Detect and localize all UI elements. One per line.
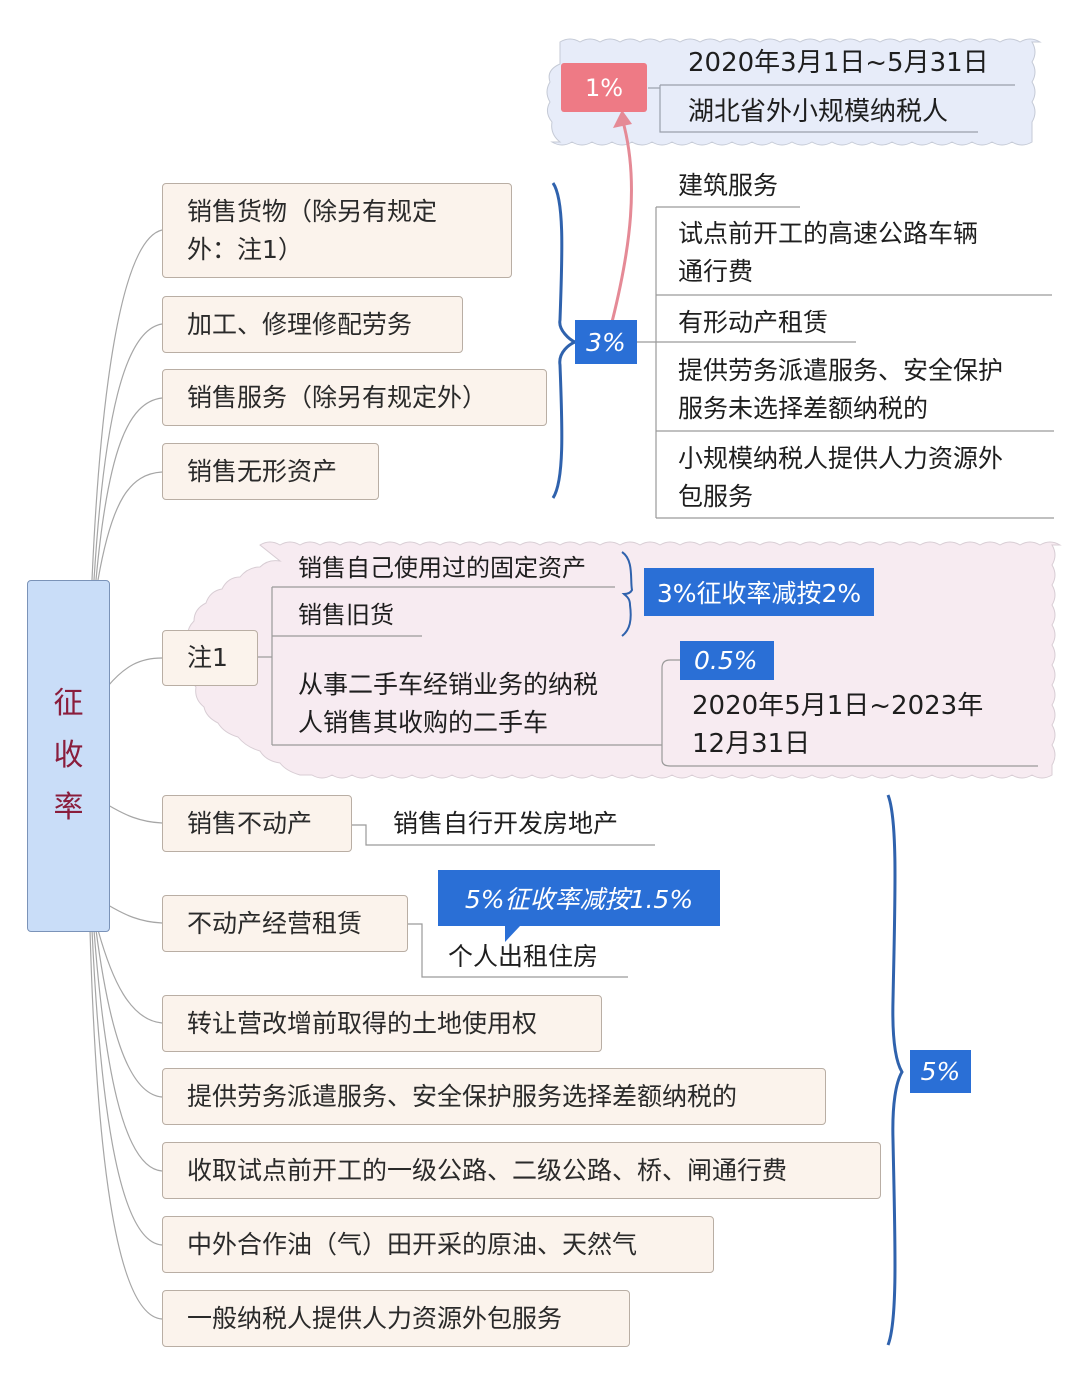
rate-badge-3pct-reduced-2pct[interactable]: 3%征收率减按2% [644,568,874,616]
source-node-general-hr-outsourcing[interactable]: 一般纳税人提供人力资源外包服务 [162,1290,630,1347]
rate-label: 5% [920,1057,961,1086]
source-node-sale-goods[interactable]: 销售货物（除另有规定 外：注1） [162,183,512,278]
source-node-processing-repair[interactable]: 加工、修理修配劳务 [162,296,463,353]
node-text: 加工、修理修配劳务 [187,309,413,339]
rate-badge-1pct[interactable]: 1% [561,63,647,112]
rate-label: 3%征收率减按2% [656,579,862,608]
period-text: 2020年3月1日~5月31日 [688,48,989,78]
source-node-land-use-right[interactable]: 转让营改增前取得的土地使用权 [162,995,602,1052]
callout-1pct-period[interactable]: 2020年3月1日~5月31日 [688,44,989,82]
detail-text-line: 小规模纳税人提供人力资源外 [678,444,1004,473]
node-text: 销售不动产 [187,808,313,838]
note1-label: 注1 [187,643,228,672]
detail-tangible-movable-lease[interactable]: 有形动产租赁 [678,304,828,342]
period-text-line: 2020年5月1日~2023年 [692,691,984,721]
note1-node[interactable]: 注1 [162,630,258,686]
node-text: 中外合作油（气）田开采的原油、天然气 [187,1229,638,1259]
detail-labor-dispatch-no-diff[interactable]: 提供劳务派遣服务、安全保护 服务未选择差额纳税的 [678,352,1003,428]
detail-personal-housing-rental[interactable]: 个人出租住房 [448,938,598,976]
detail-text: 销售自行开发房地产 [393,809,619,838]
root-title-char: 收 [53,738,84,773]
source-node-oil-gas[interactable]: 中外合作油（气）田开采的原油、天然气 [162,1216,714,1273]
source-node-labor-dispatch-diff[interactable]: 提供劳务派遣服务、安全保护服务选择差额纳税的 [162,1068,826,1125]
rate-badge-5pct[interactable]: 5% [910,1050,971,1093]
detail-text-line: 试点前开工的高速公路车辆 [678,219,979,248]
note1-item-used-goods[interactable]: 销售旧货 [298,596,394,634]
rate-badge-3pct[interactable]: 3% [575,320,637,364]
source-node-real-estate-lease[interactable]: 不动产经营租赁 [162,895,408,952]
source-node-intangible-assets[interactable]: 销售无形资产 [162,443,379,500]
rate-badge-0-5pct[interactable]: 0.5% [680,641,774,680]
detail-text: 有形动产租赁 [678,308,829,337]
callout-5pct-reduced-1-5pct[interactable]: 5%征收率减按1.5% [438,870,720,926]
rate-label: 3% [586,327,626,357]
note1-item-used-fixed-assets[interactable]: 销售自己使用过的固定资产 [298,549,586,587]
node-text: 转让营改增前取得的土地使用权 [187,1008,538,1038]
detail-construction-services[interactable]: 建筑服务 [678,167,778,205]
detail-text: 建筑服务 [678,171,779,200]
root-title-char: 征 [53,686,84,721]
rate-label: 0.5% [694,646,758,675]
source-node-sale-services[interactable]: 销售服务（除另有规定外） [162,369,547,426]
item-text-line: 从事二手车经销业务的纳税 [298,670,599,699]
detail-text-line: 提供劳务派遣服务、安全保护 [678,356,1004,385]
node-text: 提供劳务派遣服务、安全保护服务选择差额纳税的 [187,1081,738,1111]
detail-small-hr-outsourcing[interactable]: 小规模纳税人提供人力资源外 包服务 [678,440,1003,516]
detail-text: 个人出租住房 [448,942,599,971]
node-text: 一般纳税人提供人力资源外包服务 [187,1303,563,1333]
root-title-char: 率 [53,790,84,825]
item-text-line: 人销售其收购的二手车 [298,708,549,737]
node-text-line: 外：注1） [187,234,303,264]
node-text: 不动产经营租赁 [187,908,363,938]
detail-text-line: 包服务 [678,482,754,511]
source-node-sale-real-estate[interactable]: 销售不动产 [162,795,352,852]
detail-self-developed-real-estate[interactable]: 销售自行开发房地产 [393,805,618,843]
scope-text: 湖北省外小规模纳税人 [688,97,949,127]
item-text: 销售旧货 [298,601,394,629]
brace-3pct [551,182,580,499]
node-text: 销售服务（除另有规定外） [187,382,488,412]
node-text-line: 销售货物（除另有规定 [187,196,438,226]
node-text: 收取试点前开工的一级公路、二级公路、桥、闸通行费 [187,1155,788,1185]
callout-1pct-scope[interactable]: 湖北省外小规模纳税人 [688,93,948,131]
item-text: 销售自己使用过的固定资产 [298,554,586,582]
callout-text: 5%征收率减按1.5% [464,885,694,914]
node-text: 销售无形资产 [187,456,338,486]
note1-item-used-cars[interactable]: 从事二手车经销业务的纳税 人销售其收购的二手车 [298,666,598,742]
detail-text-line: 服务未选择差额纳税的 [678,394,929,423]
detail-text-line: 通行费 [678,257,754,286]
source-node-road-bridge-toll[interactable]: 收取试点前开工的一级公路、二级公路、桥、闸通行费 [162,1142,881,1199]
period-text-line: 12月31日 [692,729,811,759]
root-node-zhengshoulv[interactable]: 征 收 率 [27,580,110,932]
note1-used-car-period[interactable]: 2020年5月1日~2023年 12月31日 [692,687,983,763]
rate-label: 1% [584,73,624,102]
brace-5pct [886,794,904,1346]
detail-highway-toll[interactable]: 试点前开工的高速公路车辆 通行费 [678,215,978,291]
